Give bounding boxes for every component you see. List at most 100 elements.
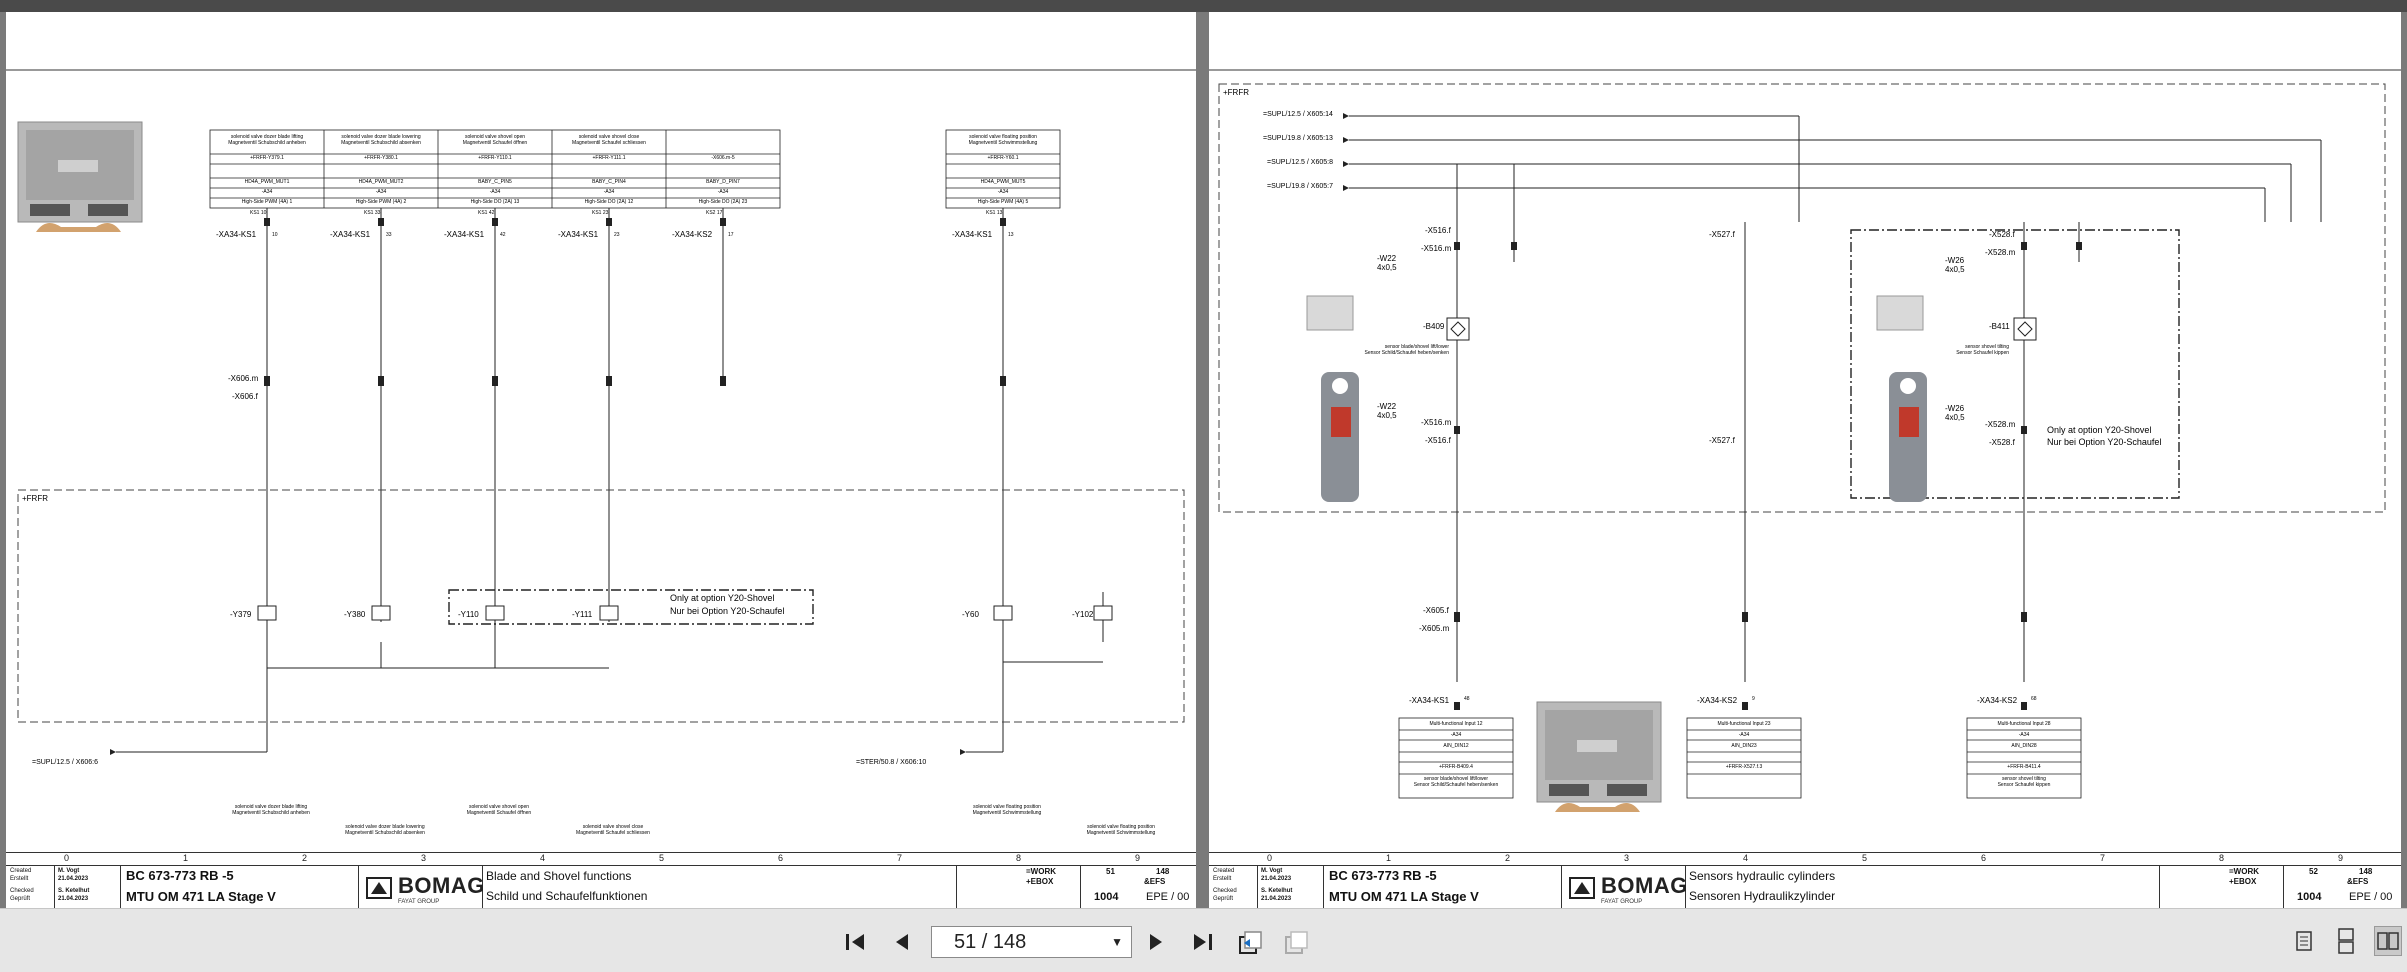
table-out-1: High-Side PWM (4A) 1 — [241, 199, 293, 205]
conn-pin: 17 — [728, 232, 734, 238]
connector-pins — [1343, 113, 2082, 710]
back-view-button[interactable] — [1236, 929, 1262, 955]
controller-image — [17, 121, 143, 232]
created-date: 21.04.2023 — [1261, 876, 1292, 882]
page-total: 148 — [1156, 867, 1170, 876]
single-page-view-button[interactable] — [2290, 926, 2318, 956]
forward-view-button[interactable] — [1282, 929, 1308, 955]
b409-label: -B409 — [1423, 322, 1445, 331]
function-code: =WORK — [1026, 867, 1056, 876]
table-header-2: solenoid valve dozer blade lowering Magn… — [341, 134, 421, 146]
conn-pin: 13 — [1008, 232, 1014, 238]
table-a34-4: -A34 — [603, 189, 615, 195]
valve-label: -Y111 — [572, 610, 593, 619]
connector-pins — [110, 218, 1006, 755]
continuous-view-button[interactable] — [2332, 926, 2360, 956]
x528m-label: -X528.m — [1985, 248, 2016, 257]
x606m-label: -X606.m — [228, 374, 259, 383]
prev-page-button[interactable] — [888, 929, 914, 955]
table-out-4: High-Side DO (2A) 12 — [584, 199, 634, 205]
b411-desc: sensor shovel tilting Sensor Schaufel ki… — [1956, 344, 2009, 356]
input-sig: AIN_DIN23 — [1731, 743, 1757, 749]
frfr-label: +FRFR — [1223, 88, 1249, 97]
revision: EPE / 00 — [2349, 891, 2393, 903]
table-a34-3: -A34 — [489, 189, 501, 195]
input-ref: +FRFR-X527.f.3 — [1725, 764, 1763, 770]
created-label: Created Erstellt — [1213, 868, 1235, 882]
ks-label: -XA34-KS2 — [1697, 696, 1738, 705]
sensor-b411 — [2013, 317, 2037, 341]
conn-pin: 10 — [272, 232, 278, 238]
conn-label: -XA34-KS1 — [952, 230, 993, 239]
option-note-de: Nur bei Option Y20-Schaufel — [670, 606, 785, 616]
checked-date: 21.04.2023 — [58, 896, 89, 902]
ks-pin: 68 — [2031, 696, 2037, 702]
history-back-icon — [1239, 931, 1262, 954]
wires-right — [1349, 115, 2322, 682]
valve-label: -Y102 — [1072, 610, 1094, 619]
w26-label-2: -W26 4x0,5 — [1945, 404, 1965, 422]
next-page-button[interactable] — [1144, 929, 1170, 955]
conn-label: -XA34-KS1 — [444, 230, 485, 239]
drawing-title-de: Schild und Schaufelfunktionen — [486, 889, 648, 903]
ref-link[interactable]: =SUPL/19.8 / X605:13 — [1263, 135, 1333, 142]
created-name: M. Vogt — [1261, 868, 1283, 874]
conn-label: -XA34-KS2 — [672, 230, 713, 239]
document-viewer[interactable]: +FRFR solenoid valve dozer blade lifting… — [0, 12, 2407, 908]
conn-pin: 23 — [614, 232, 620, 238]
ref-link[interactable]: =SUPL/19.8 / X605:7 — [1267, 183, 1333, 190]
frfr-area — [1218, 83, 2386, 513]
checked-label: Checked Geprüft — [10, 888, 34, 902]
ks-pin: 48 — [1464, 696, 1470, 702]
created-date: 21.04.2023 — [58, 876, 89, 882]
conn-label: -XA34-KS1 — [216, 230, 257, 239]
location-code: +EBOX — [2229, 877, 2257, 886]
engine-name: MTU OM 471 LA Stage V — [1329, 889, 1479, 904]
option-note-de: Nur bei Option Y20-Schaufel — [2047, 437, 2162, 447]
conn-pin: 42 — [500, 232, 506, 238]
valve-label: -Y60 — [962, 610, 979, 619]
bomag-logo-icon — [366, 877, 392, 899]
hydraulic-cylinder-image — [1321, 372, 1359, 502]
table-sig-5: BABY_D_PIN7 — [706, 179, 740, 185]
skip-last-icon — [1194, 934, 1212, 950]
doc-type: &EFS — [2347, 877, 2369, 886]
bottom-note: solenoid valve shovel open Magnetventil … — [466, 804, 532, 816]
w22-label: -W22 4x0,5 — [1377, 254, 1397, 272]
x605m-label: -X605.m — [1419, 624, 1450, 633]
history-forward-icon — [1285, 931, 1308, 954]
ref-right[interactable]: =STER/50.8 / X606:10 — [856, 759, 927, 766]
location-code: +EBOX — [1026, 877, 1054, 886]
last-page-button[interactable] — [1190, 929, 1216, 955]
ref-link[interactable]: =SUPL/12.5 / X605:8 — [1267, 159, 1333, 166]
ref-link[interactable]: =SUPL/12.5 / X605:14 — [1263, 111, 1333, 118]
two-page-view-button[interactable] — [2374, 926, 2402, 956]
valve-label: -Y380 — [344, 610, 366, 619]
valve-label: -Y379 — [230, 610, 252, 619]
page-indicator: 51 / 148 — [954, 931, 1027, 953]
doc-type: &EFS — [1144, 877, 1166, 886]
first-page-button[interactable] — [842, 929, 868, 955]
bottom-note: solenoid valve dozer blade lowering Magn… — [345, 824, 425, 836]
checked-label: Checked Geprüft — [1213, 888, 1237, 902]
title-block: 0 1 2 3 4 5 6 7 8 9 Created Erstellt M. … — [6, 852, 1196, 908]
ref-left[interactable]: =SUPL/12.5 / X606:6 — [32, 759, 98, 766]
output-table — [209, 129, 781, 209]
created-name: M. Vogt — [58, 868, 80, 874]
continuous-page-icon — [2338, 928, 2354, 954]
table-out-5: High-Side DO (2A) 23 — [698, 199, 748, 205]
page-selector[interactable]: 51 / 148 ▼ — [931, 926, 1132, 958]
conn-label: -XA34-KS1 — [558, 230, 599, 239]
input-a34: -A34 — [1450, 732, 1462, 738]
schematic-left — [6, 69, 1196, 755]
input-sig: AIN_DIN28 — [2011, 743, 2037, 749]
chevron-right-icon — [1150, 934, 1162, 950]
table2-out: High-Side PWM (4A) 5 — [977, 199, 1029, 205]
table-ref-4: +FRFR-Y111.1 — [592, 155, 626, 161]
input-title: Multi-functional Input 12 — [1429, 721, 1483, 727]
table2-a34: -A34 — [997, 189, 1009, 195]
table-a34-5: -A34 — [717, 189, 729, 195]
checked-name: S. Ketelhut — [1261, 888, 1293, 894]
engine-name: MTU OM 471 LA Stage V — [126, 889, 276, 904]
chevron-down-icon: ▼ — [1111, 935, 1123, 949]
